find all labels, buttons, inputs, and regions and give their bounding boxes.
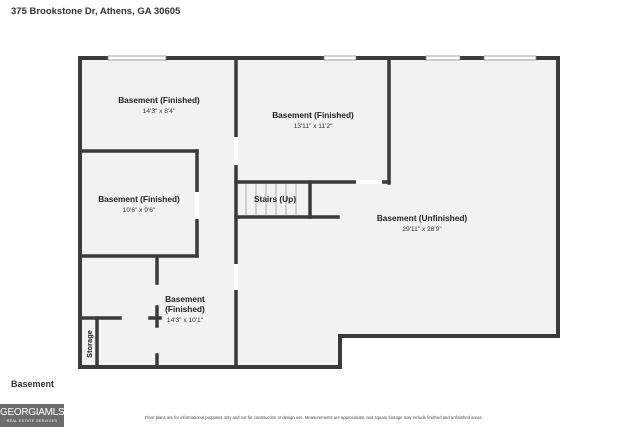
room-unfinished-name: Basement (Unfinished) (377, 213, 468, 223)
room-1-name: Basement (Finished) (118, 95, 200, 105)
room-6-name-line1: Basement (165, 294, 205, 304)
storage-label: Storage (85, 330, 94, 358)
logo-brand: GEORGIAMLS (0, 407, 65, 418)
doorways (195, 137, 382, 290)
room-3-dim: 10'6" x 9'6" (123, 207, 156, 214)
stairs-label: Stairs (Up) (254, 194, 296, 204)
interior-walls (80, 56, 391, 369)
room-6-dim: 14'3" x 10'1" (167, 317, 204, 324)
room-2-name: Basement (Finished) (272, 110, 354, 120)
room-unfinished-dim: 29'11" x 28'9" (402, 226, 442, 233)
room-3-name: Basement (Finished) (98, 194, 180, 204)
disclaimer: Floor plans are for informational purpos… (145, 415, 483, 420)
logo-tagline: REAL ESTATE SERVICES (6, 419, 58, 423)
room-2-dim: 13'11" x 11'2" (294, 123, 334, 130)
floor-area (80, 58, 558, 367)
room-1-dim: 14'3" x 8'4" (143, 108, 176, 115)
floor-label: Basement (11, 379, 55, 389)
windows (107, 55, 537, 61)
property-address: 375 Brookstone Dr, Athens, GA 30605 (11, 6, 181, 17)
georgiamls-logo: GEORGIAMLS REAL ESTATE SERVICES (0, 404, 65, 427)
stairs-treads (245, 184, 297, 215)
room-6-name-line2: (Finished) (165, 304, 205, 314)
